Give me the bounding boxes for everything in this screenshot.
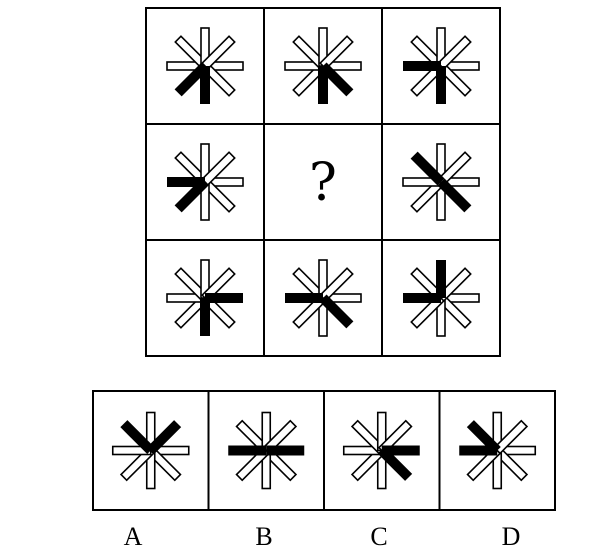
question-grid: ? bbox=[145, 7, 501, 357]
solid-spoke bbox=[466, 420, 501, 455]
option-b-star-icon bbox=[228, 411, 305, 490]
grid-cell-r2c2: ? bbox=[263, 123, 383, 241]
grid-cell-r3c3 bbox=[381, 239, 501, 357]
solid-spoke bbox=[437, 178, 472, 213]
grid-cell-r3c1 bbox=[145, 239, 265, 357]
option-a-star-icon bbox=[111, 411, 190, 490]
option-label-c: C bbox=[370, 522, 388, 551]
solid-spoke bbox=[205, 293, 243, 303]
solid-spoke bbox=[319, 294, 354, 329]
option-b[interactable] bbox=[207, 390, 325, 511]
solid-spoke bbox=[410, 151, 445, 186]
grid-cell-r3c2-star-icon bbox=[285, 259, 362, 337]
grid-cell-r1c3 bbox=[381, 7, 501, 125]
grid-cell-r1c1 bbox=[145, 7, 265, 125]
solid-spoke bbox=[459, 445, 498, 456]
solid-spoke bbox=[120, 420, 155, 455]
solid-spoke bbox=[436, 66, 446, 104]
solid-spoke bbox=[285, 293, 323, 303]
option-label-b: B bbox=[255, 522, 273, 551]
solid-spoke bbox=[174, 62, 209, 97]
solid-spoke bbox=[200, 298, 210, 336]
solid-spoke bbox=[436, 260, 446, 298]
option-label-a: A bbox=[123, 522, 143, 551]
grid-cell-r3c1-star-icon bbox=[166, 259, 243, 336]
grid-cell-r3c3-star-icon bbox=[403, 260, 480, 337]
question-mark: ? bbox=[309, 153, 337, 213]
solid-spoke bbox=[167, 177, 205, 187]
solid-spoke bbox=[403, 293, 441, 303]
option-d[interactable] bbox=[438, 390, 556, 511]
grid-cell-r2c3-star-icon bbox=[402, 143, 480, 221]
solid-spoke bbox=[403, 61, 441, 71]
grid-cell-r3c2 bbox=[263, 239, 383, 357]
solid-spoke bbox=[228, 445, 267, 456]
solid-spoke bbox=[266, 445, 305, 456]
grid-cell-r1c3-star-icon bbox=[403, 27, 480, 104]
grid-cell-r2c1 bbox=[145, 123, 265, 241]
answer-options bbox=[92, 390, 556, 511]
option-c[interactable] bbox=[323, 390, 441, 511]
solid-spoke bbox=[381, 445, 420, 456]
solid-spoke bbox=[378, 446, 413, 481]
grid-cell-border bbox=[263, 123, 383, 241]
option-a[interactable] bbox=[92, 390, 210, 511]
grid-cell-r2c1-star-icon bbox=[167, 143, 244, 221]
option-label-d: D bbox=[501, 522, 521, 551]
option-c-star-icon bbox=[342, 411, 420, 490]
solid-spoke bbox=[147, 420, 182, 455]
solid-spoke bbox=[318, 66, 328, 104]
grid-cell-r2c3 bbox=[381, 123, 501, 241]
option-d-star-icon bbox=[459, 411, 537, 490]
grid-cell-r1c2-star-icon bbox=[284, 27, 362, 104]
grid-cell-r1c1-star-icon bbox=[166, 27, 244, 104]
grid-cell-r1c2 bbox=[263, 7, 383, 125]
